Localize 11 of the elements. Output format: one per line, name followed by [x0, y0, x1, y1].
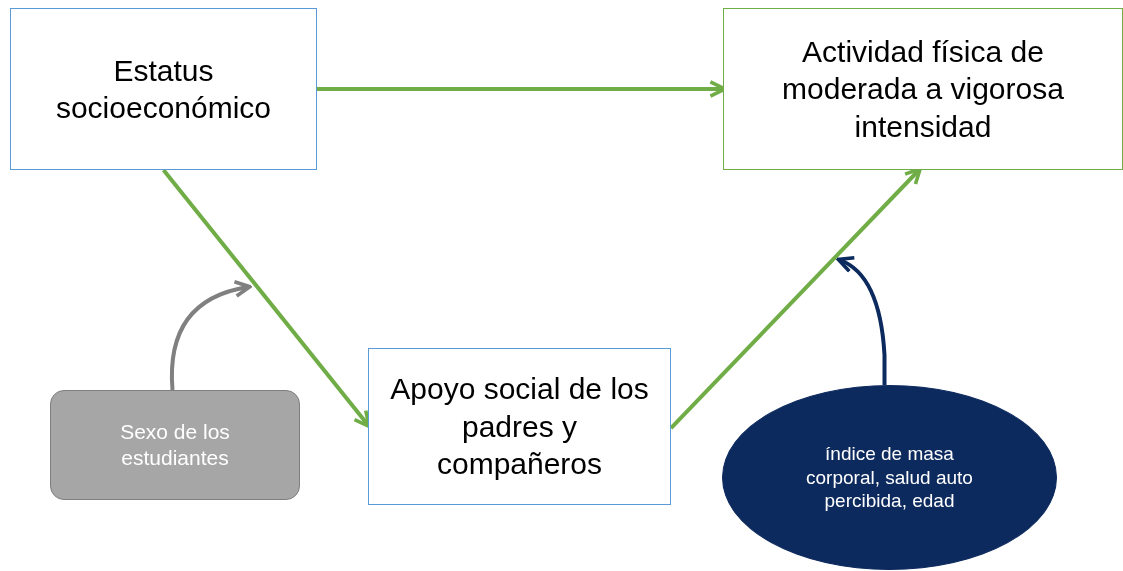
node-label: Estatus socioeconómico — [54, 52, 273, 126]
arrow — [836, 256, 887, 385]
mediator-box — [368, 348, 671, 505]
arrow — [169, 280, 252, 391]
process-box — [10, 8, 317, 170]
outcome-box — [723, 8, 1123, 170]
moderator-box — [50, 390, 300, 500]
node-label: índice de masa corporal, salud auto percibida, edad — [805, 441, 974, 514]
node-label: Apoyo social de los padres y compañeros — [389, 371, 650, 483]
node-label: Sexo de los estudiantes — [119, 418, 231, 471]
node-label: Actividad física de moderada a vigorosa intensidad — [781, 33, 1065, 145]
